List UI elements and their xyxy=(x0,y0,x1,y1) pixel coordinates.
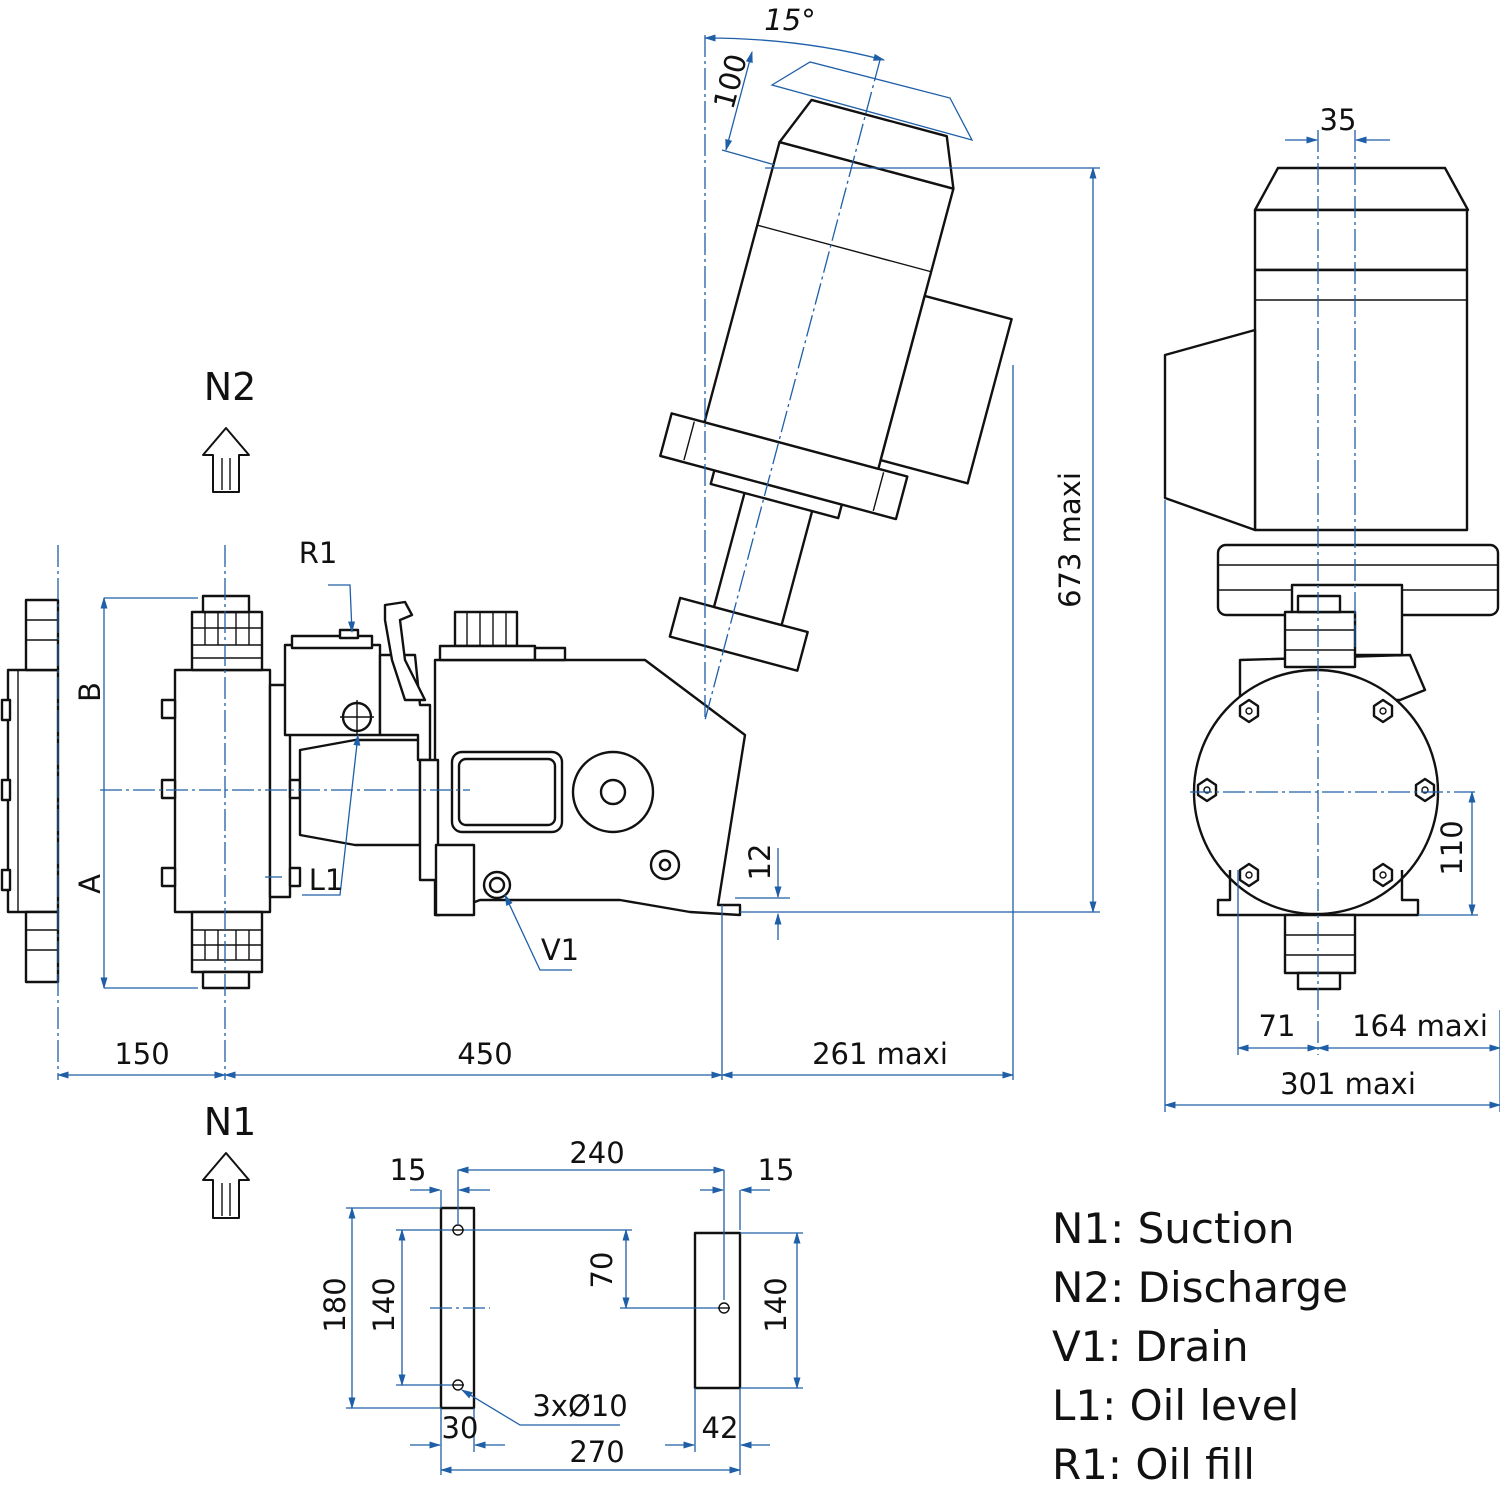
dim-30: 30 xyxy=(442,1411,479,1445)
end-view-dimensions xyxy=(1163,130,1500,1112)
lantern-housing xyxy=(283,600,432,847)
legend-item-r1: R1: Oil fill xyxy=(1052,1440,1255,1489)
legend-item-n2: N2: Discharge xyxy=(1052,1263,1348,1312)
dim-261-maxi: 261 maxi xyxy=(812,1037,948,1071)
r1-label: R1 xyxy=(299,536,338,570)
motor-tilted xyxy=(659,98,1013,672)
dim-140-left: 140 xyxy=(367,1277,401,1332)
side-view xyxy=(0,98,1013,990)
dim-71: 71 xyxy=(1259,1009,1296,1043)
pump-head xyxy=(160,594,302,990)
footprint-labels: 15 240 15 70 180 140 140 30 42 270 3xØ10 xyxy=(318,1136,794,1469)
dim-150: 150 xyxy=(114,1037,169,1071)
dim-35: 35 xyxy=(1320,103,1357,137)
dim-180: 180 xyxy=(318,1277,352,1332)
side-view-dimensions xyxy=(56,34,1100,1080)
dim-110: 110 xyxy=(1435,820,1469,875)
dim-15-right: 15 xyxy=(758,1153,795,1187)
holes-label: 3xØ10 xyxy=(532,1389,627,1423)
left-flange-plate xyxy=(0,598,60,984)
footprint-dimensions xyxy=(346,1166,803,1475)
dim-140-right: 140 xyxy=(759,1277,793,1332)
dim-100: 100 xyxy=(707,50,754,112)
discharge-arrow-icon xyxy=(202,427,250,493)
dim-42: 42 xyxy=(702,1411,739,1445)
dim-164-maxi: 164 maxi xyxy=(1352,1009,1488,1043)
dim-270: 270 xyxy=(569,1435,624,1469)
legend-item-n1: N1: Suction xyxy=(1052,1204,1294,1253)
side-view-labels: N2 N1 R1 L1 V1 B A 150 450 261 maxi 673 … xyxy=(73,3,1087,1144)
v1-label: V1 xyxy=(541,933,579,967)
dim-240: 240 xyxy=(569,1136,624,1170)
n2-label: N2 xyxy=(204,365,257,409)
legend: N1: Suction N2: Discharge V1: Drain L1: … xyxy=(1052,1204,1348,1489)
dim-b-label: B xyxy=(73,682,107,702)
bolt-hex-icon xyxy=(1196,698,1436,888)
dim-12: 12 xyxy=(743,844,777,881)
dim-301-maxi: 301 maxi xyxy=(1280,1067,1416,1101)
footprint-plan xyxy=(430,1206,742,1410)
n1-label: N1 xyxy=(204,1100,257,1144)
dim-15-deg: 15° xyxy=(764,3,815,37)
legend-item-v1: V1: Drain xyxy=(1052,1322,1249,1371)
dim-a-label: A xyxy=(73,874,107,894)
end-view xyxy=(1163,166,1500,991)
dim-673-maxi: 673 maxi xyxy=(1053,472,1087,608)
dim-15-left: 15 xyxy=(390,1153,427,1187)
gearbox xyxy=(418,610,747,917)
legend-item-l1: L1: Oil level xyxy=(1052,1381,1299,1430)
suction-arrow-icon xyxy=(202,1152,250,1219)
l1-label: L1 xyxy=(309,863,344,897)
dim-70: 70 xyxy=(585,1252,619,1289)
end-view-labels: 35 110 71 164 maxi 301 maxi xyxy=(1259,103,1488,1101)
dim-450: 450 xyxy=(457,1037,512,1071)
